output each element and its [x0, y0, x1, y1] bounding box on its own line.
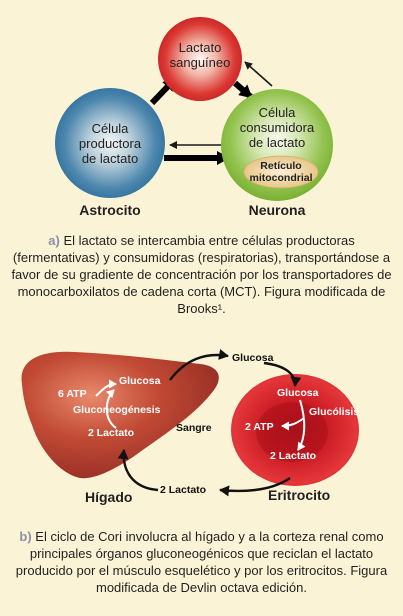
- rbc-lactate-label: 2 Lactato: [270, 450, 316, 462]
- caption-b-text: El ciclo de Cori involucra al hígado y a…: [15, 529, 388, 595]
- arrow-glucose-into-rbc: [263, 361, 302, 387]
- arrow-rbc-lactate-out: [219, 477, 291, 497]
- arrow-consumer-to-blood: [244, 61, 273, 87]
- bottom-lactate-label: 2 Lactato: [160, 484, 206, 496]
- diagram-b: Glucosa 6 ATP Glucosa Gluconeogénesis 2 …: [21, 349, 359, 505]
- producer-cell-line-1: Célula: [92, 121, 130, 136]
- consumer-cell-node: Célula consumidora de lactato Retículo m…: [221, 89, 333, 218]
- producer-cell-line-3: de lactato: [82, 151, 138, 166]
- arrow-atp-to-glucose: [95, 379, 117, 397]
- erythrocyte-shape: [231, 374, 359, 486]
- arrow-glycolysis-to-atp: [281, 417, 305, 431]
- producer-cell-node: Célula productora de lactato Astrocito: [55, 88, 165, 218]
- mito-line-1: Retículo: [260, 160, 301, 172]
- blood-lactate-circle: [158, 17, 242, 101]
- gluconeogenesis-label: Gluconeogénesis: [73, 404, 161, 416]
- mito-line-2: mitocondrial: [249, 172, 312, 184]
- neuron-label: Neurona: [249, 202, 306, 218]
- erythrocyte-center: [256, 402, 328, 462]
- consumer-cell-line-3: de lactato: [249, 135, 305, 150]
- caption-a-text: El lactato se intercambia entre células …: [11, 233, 392, 316]
- liver-shape: [21, 351, 219, 479]
- arrow-lactate-to-glucose: [105, 389, 117, 429]
- glucose-top-label: Glucosa: [232, 352, 274, 364]
- blood-lactate-line-1: Lactato: [179, 40, 222, 55]
- liver-lactate-label: 2 Lactato: [88, 427, 134, 439]
- caption-a: a) El lactato se intercambia entre célul…: [10, 232, 393, 317]
- diagram-a: Lactato sanguíneo Célula productora de l…: [55, 17, 333, 218]
- liver-atp-label: 6 ATP: [58, 388, 87, 400]
- rbc-atp-label: 2 ATP: [245, 421, 274, 433]
- blood-lactate-node: Lactato sanguíneo: [158, 17, 242, 101]
- mitochondrial-reticulum: [243, 155, 319, 189]
- caption-a-tag: a): [48, 233, 60, 248]
- blood-label: Sangre: [176, 422, 212, 434]
- producer-cell-line-2: productora: [79, 136, 142, 151]
- arrow-blood-to-consumer: [233, 80, 253, 100]
- liver-glucose-label: Glucosa: [119, 375, 161, 387]
- arrow-lactate-into-liver: [117, 449, 159, 492]
- rbc-glucose-label: Glucosa: [277, 387, 319, 399]
- arrow-glucose-to-lactate: [297, 399, 306, 451]
- liver-label: Hígado: [85, 489, 132, 505]
- arrow-liver-glucose-out: [169, 349, 229, 381]
- consumer-cell-line-1: Célula: [259, 105, 297, 120]
- glycolysis-label: Glucólisis: [309, 406, 359, 418]
- caption-b-tag: b): [19, 529, 32, 544]
- blood-lactate-line-2: sanguíneo: [170, 55, 231, 70]
- consumer-cell-line-2: consumidora: [240, 120, 315, 135]
- erythrocyte-label: Eritrocito: [268, 487, 330, 503]
- caption-b: b) El ciclo de Cori involucra al hígado …: [10, 528, 393, 596]
- astrocyte-label: Astrocito: [79, 202, 140, 218]
- producer-cell-circle: [55, 88, 165, 198]
